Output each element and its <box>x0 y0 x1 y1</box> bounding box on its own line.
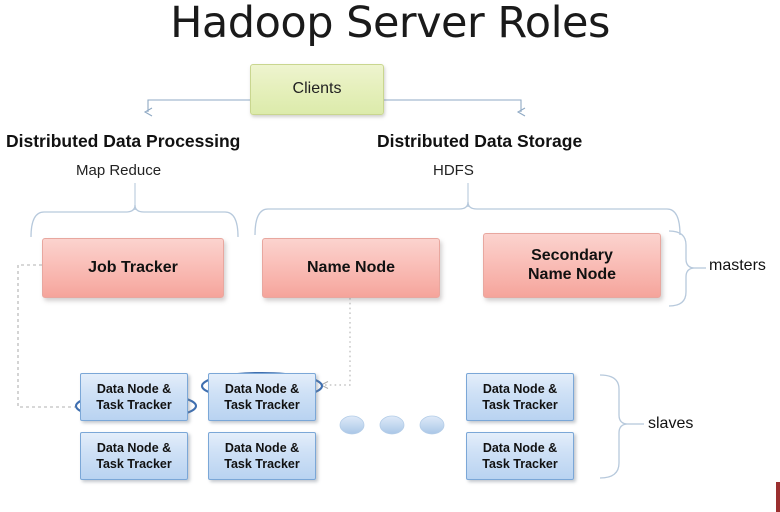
hdfs-bracket <box>254 201 681 236</box>
ellipsis-dots <box>339 415 445 435</box>
branch-title-processing: Distributed Data Processing <box>6 131 241 151</box>
masters-group-label: masters <box>709 257 766 274</box>
master-node-secondary-name-node[interactable]: Secondary Name Node <box>483 233 661 298</box>
slave-node-4-line1: Data Node & <box>96 440 172 455</box>
slaves-group-label: slaves <box>648 415 694 432</box>
slaves-bracket <box>599 374 629 479</box>
slave-node-1[interactable]: Data Node & Task Tracker <box>80 373 188 421</box>
clients-to-processing-connector <box>143 99 250 117</box>
slave-node-2-line2: Task Tracker <box>224 397 300 412</box>
mapreduce-bracket <box>30 204 239 238</box>
master-node-name-node[interactable]: Name Node <box>262 238 440 298</box>
namenode-to-datanode-connector <box>322 298 351 385</box>
name-node-label: Name Node <box>306 258 396 276</box>
slave-node-3-line1: Data Node & <box>482 381 558 396</box>
clients-to-storage-connector <box>384 99 526 117</box>
branch-subtitle-mapreduce: Map Reduce <box>76 162 162 179</box>
slave-node-5-line2: Task Tracker <box>224 456 300 471</box>
slave-node-3-line2: Task Tracker <box>482 397 558 412</box>
masters-bracket <box>668 230 696 307</box>
secondary-name-node-label-line2: Name Node <box>527 265 617 283</box>
slave-node-2[interactable]: Data Node & Task Tracker <box>208 373 316 421</box>
slave-node-1-line2: Task Tracker <box>96 397 172 412</box>
slave-node-3[interactable]: Data Node & Task Tracker <box>466 373 574 421</box>
slave-node-2-line1: Data Node & <box>224 381 300 396</box>
slave-node-6-line1: Data Node & <box>482 440 558 455</box>
slave-node-6[interactable]: Data Node & Task Tracker <box>466 432 574 480</box>
slave-node-4[interactable]: Data Node & Task Tracker <box>80 432 188 480</box>
page-title: Hadoop Server Roles <box>170 0 610 48</box>
clients-label: Clients <box>292 80 342 98</box>
master-node-job-tracker[interactable]: Job Tracker <box>42 238 224 298</box>
slave-node-5-line1: Data Node & <box>224 440 300 455</box>
corner-artifact <box>776 482 780 512</box>
branch-subtitle-hdfs: HDFS <box>433 162 474 179</box>
secondary-name-node-label-line1: Secondary <box>531 246 613 264</box>
branch-title-storage: Distributed Data Storage <box>377 131 583 151</box>
slave-node-5[interactable]: Data Node & Task Tracker <box>208 432 316 480</box>
slave-node-4-line2: Task Tracker <box>96 456 172 471</box>
slave-node-1-line1: Data Node & <box>96 381 172 396</box>
job-tracker-label: Job Tracker <box>88 258 178 276</box>
slave-node-6-line2: Task Tracker <box>482 456 558 471</box>
clients-node[interactable]: Clients <box>250 64 384 115</box>
